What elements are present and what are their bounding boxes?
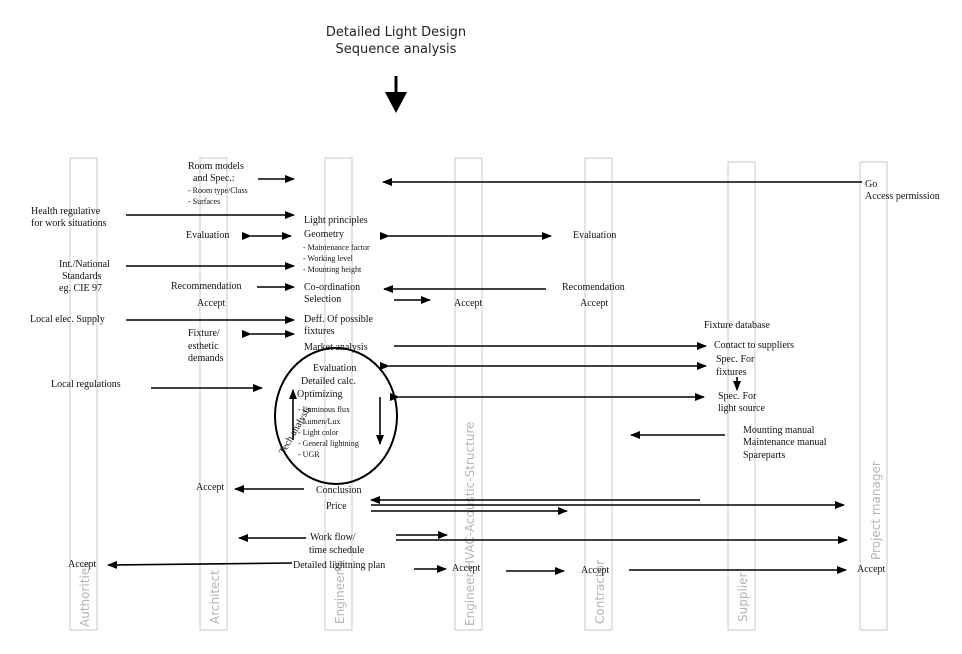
detailed-calc-label: Detailed calc. bbox=[301, 376, 356, 387]
lane-label-supplier: Supplier bbox=[736, 572, 750, 622]
local-regulations-label: Local regulations bbox=[51, 379, 121, 390]
lane-contractor: Contractor bbox=[584, 157, 613, 631]
lane-engineer-e: Engineer-E bbox=[324, 157, 353, 631]
lumen-lux-label: - Lumen/Lux bbox=[298, 417, 340, 426]
arrows bbox=[107, 175, 862, 575]
lane-engineer-hvac: Engineer-HVAC-Acoustic-Structure bbox=[454, 157, 483, 631]
spec-for-fixtures-label-1: Spec. For bbox=[716, 354, 755, 365]
lane-label-engineer-e: Engineer-E bbox=[333, 559, 347, 624]
detailed-plan-label: Detailed lightning plan bbox=[293, 560, 385, 571]
coordination-label: Co-ordination bbox=[304, 282, 360, 293]
time-schedule-label: time schedule bbox=[309, 545, 365, 556]
lane-label-engineer-hvac: Engineer-HVAC-Acoustic-Structure bbox=[463, 422, 477, 627]
maintenance-factor-label: - Maintenance factor bbox=[303, 243, 370, 252]
mounting-manual-label: Mounting manual bbox=[743, 425, 815, 436]
contact-suppliers-label: Contact to suppliers bbox=[714, 340, 794, 351]
room-models-label: Room models bbox=[188, 161, 244, 172]
room-type-label: - Room type/Class bbox=[188, 186, 248, 195]
spec-for-light-source-label-2: light source bbox=[718, 403, 765, 414]
fixtures-label: fixtures bbox=[304, 326, 335, 337]
lane-label-architect: Architect bbox=[208, 570, 222, 624]
recommendation-label: Recommendation bbox=[171, 281, 242, 292]
luminous-flux-label: - Luminous flux bbox=[298, 405, 350, 414]
ugr-label: - UGR bbox=[298, 450, 320, 459]
tech-analysis-circle bbox=[274, 347, 398, 485]
lane-project-manager: Project manager bbox=[859, 161, 888, 631]
lane-authorities: Authorities bbox=[69, 157, 98, 631]
int-national-label: Int./National bbox=[59, 259, 110, 270]
standards-label: Standards bbox=[62, 271, 102, 282]
conclusion-label: Conclusion bbox=[316, 485, 362, 496]
labels: Room models and Spec.: - Room type/Class… bbox=[30, 161, 940, 576]
spec-for-light-source-label-1: Spec. For bbox=[718, 391, 757, 402]
accept-authorities-label: Accept bbox=[68, 559, 97, 570]
evaluation-right-label: Evaluation bbox=[573, 230, 616, 241]
accept-contractor-label: Accept bbox=[580, 298, 609, 309]
maintenance-manual-label: Maintenance manual bbox=[743, 437, 827, 448]
recomendation-label: Recomendation bbox=[562, 282, 625, 293]
evaluation-circle-label: Evaluation bbox=[313, 363, 356, 374]
lane-label-project-manager: Project manager bbox=[869, 461, 883, 560]
geometry-label: Geometry bbox=[304, 229, 344, 240]
mounting-height-label: - Mounting height bbox=[303, 265, 362, 274]
spec-for-fixtures-label-2: fixtures bbox=[716, 367, 747, 378]
lane-supplier: Supplier bbox=[727, 161, 756, 631]
lane-label-authorities: Authorities bbox=[78, 562, 92, 627]
deff-possible-label: Deff. Of possible bbox=[304, 314, 374, 325]
work-flow-label: Work flow/ bbox=[310, 532, 356, 543]
price-label: Price bbox=[326, 501, 347, 512]
fixture-slash-label: Fixture/ bbox=[188, 328, 220, 339]
access-permission-label: Access permission bbox=[865, 191, 940, 202]
light-color-label: - Light color bbox=[298, 428, 339, 437]
market-analysis-label: Market analysis bbox=[304, 342, 368, 353]
light-principles-label: Light principles bbox=[304, 215, 368, 226]
health-label-1: Health regulative bbox=[31, 206, 101, 217]
selection-label: Selection bbox=[304, 294, 341, 305]
esthetic-label: esthetic bbox=[188, 341, 219, 352]
optimizing-label: Optimizing bbox=[297, 389, 343, 400]
surfaces-label: - Surfaces bbox=[188, 197, 220, 206]
general-lightning-label: - General lightning bbox=[298, 439, 359, 448]
diagram-title-line1: Detailed Light Design bbox=[326, 25, 466, 40]
local-elec-label: Local elec. Supply bbox=[30, 314, 105, 325]
evaluation-arch-label: Evaluation bbox=[186, 230, 229, 241]
health-label-2: for work situations bbox=[31, 218, 107, 229]
lane-label-contractor: Contractor bbox=[593, 560, 607, 624]
eg-cie-label: eg. CIE 97 bbox=[59, 283, 102, 294]
lane-architect: Architect bbox=[199, 157, 228, 631]
accept-hvac-label: Accept bbox=[454, 298, 483, 309]
accept-arch-label: Accept bbox=[197, 298, 226, 309]
demands-label: demands bbox=[188, 353, 224, 364]
arrow-plan-authorities bbox=[107, 560, 293, 569]
go-label: Go bbox=[865, 179, 877, 190]
working-level-label: - Working level bbox=[303, 254, 354, 263]
diagram-title-line2: Sequence analysis bbox=[336, 42, 457, 57]
and-spec-label: and Spec.: bbox=[193, 173, 235, 184]
accept-bottom-pm-label: Accept bbox=[857, 564, 886, 575]
accept-bottom-contractor-label: Accept bbox=[581, 565, 610, 576]
title-down-arrow bbox=[385, 76, 407, 113]
accept-conclusion-label: Accept bbox=[196, 482, 225, 493]
fixture-database-label: Fixture database bbox=[704, 320, 770, 331]
accept-bottom-hvac-label: Accept bbox=[452, 563, 481, 574]
spareparts-label: Spareparts bbox=[743, 450, 785, 461]
